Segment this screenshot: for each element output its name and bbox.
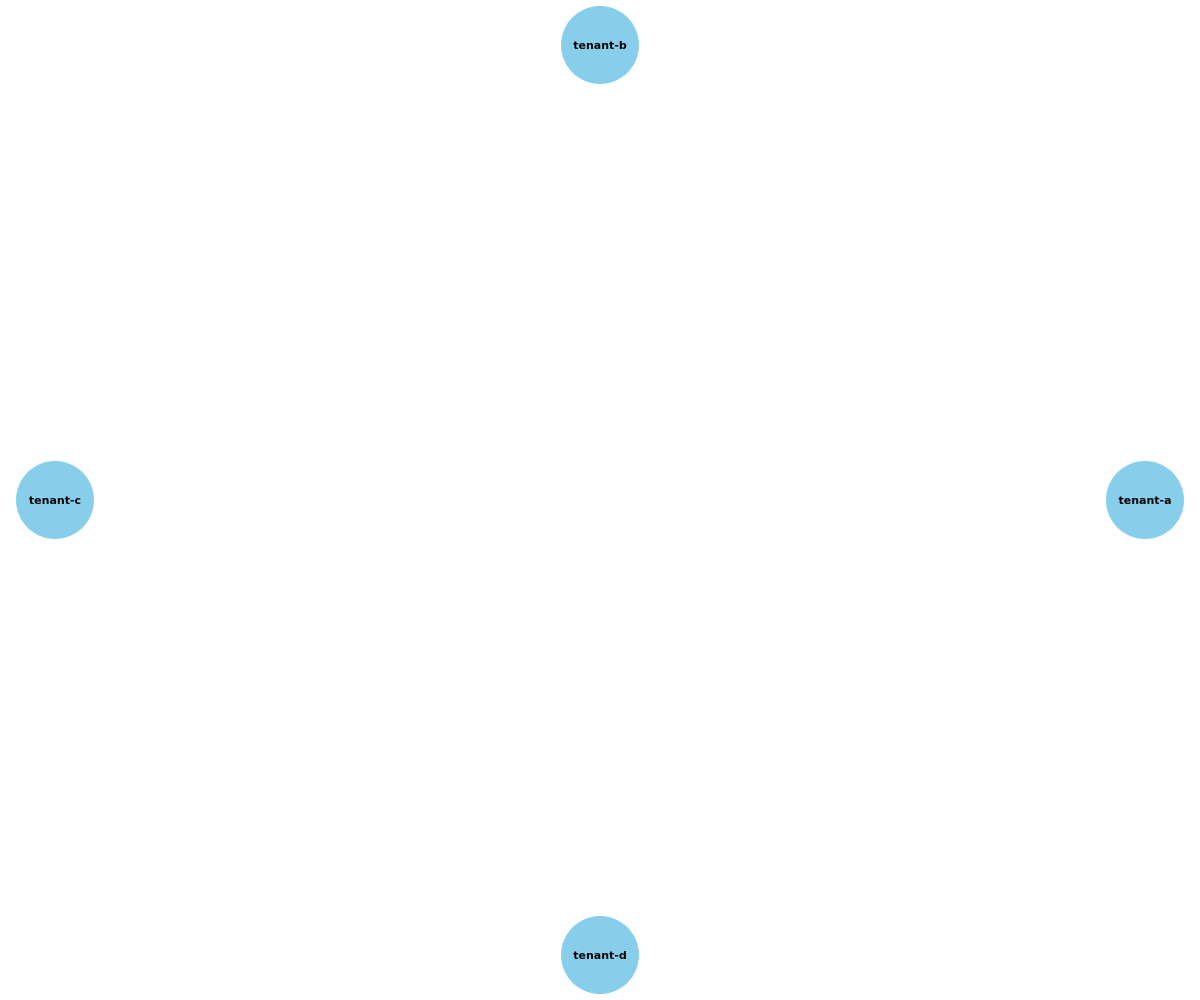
- node-tenant-d: tenant-d: [561, 916, 639, 994]
- node-label-tenant-d: tenant-d: [573, 948, 627, 962]
- node-label-tenant-a: tenant-a: [1118, 493, 1172, 507]
- node-label-tenant-b: tenant-b: [573, 38, 627, 52]
- node-label-tenant-c: tenant-c: [28, 493, 82, 507]
- node-tenant-b: tenant-b: [561, 6, 639, 84]
- node-tenant-c: tenant-c: [16, 461, 94, 539]
- node-tenant-a: tenant-a: [1106, 461, 1184, 539]
